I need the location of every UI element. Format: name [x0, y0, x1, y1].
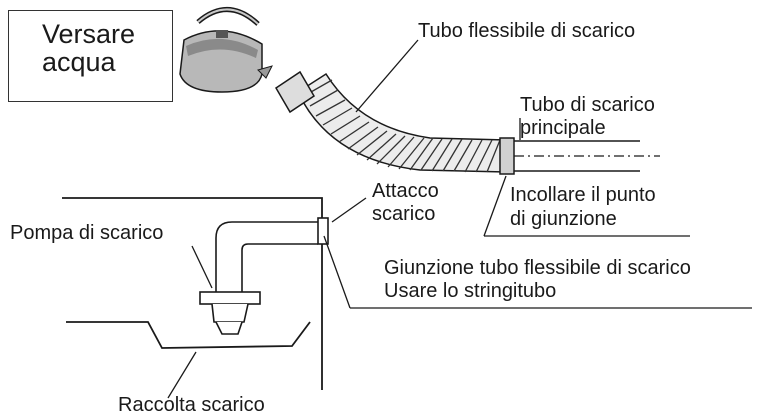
drain-outlet-label-line1: Attacco: [372, 180, 439, 202]
drain-hose-leader: [355, 39, 419, 113]
drain-pan-label: Raccolta scarico: [118, 394, 265, 416]
drain-pump-label: Pompa di scarico: [10, 222, 164, 244]
drain-pan-leader: [167, 351, 197, 399]
main-drain-pipe-label-line2: principale: [520, 117, 606, 139]
unit-housing-shape: [62, 197, 323, 390]
glue-joint-label-line1: Incollare il punto: [510, 184, 656, 206]
pour-water-callout-box: [8, 10, 173, 102]
main-drain-pipe-label-line1: Tubo di scarico: [520, 94, 655, 116]
pour-water-label-line2: acqua: [42, 47, 116, 77]
glue-joint-label-line2: di giunzione: [510, 208, 617, 230]
leader-lines: [167, 39, 752, 399]
hose-joint-label-line2: Usare lo stringitubo: [384, 280, 557, 302]
pump-leader: [191, 245, 213, 289]
drain-hose-label: Tubo flessibile di scarico: [418, 20, 636, 42]
hose-joint-leader: [323, 235, 351, 309]
pour-water-label-line1: Versare: [42, 19, 136, 49]
kettle-icon: [179, 7, 273, 93]
main-drain-pipe-shape: [514, 140, 660, 172]
drain-hose-shape: [274, 70, 515, 175]
glue-joint-leader: [483, 175, 507, 237]
drain-pump-shape: [199, 217, 329, 335]
drain-outlet-label-line2: scarico: [372, 203, 436, 225]
drain-outlet-leader: [331, 197, 367, 223]
hose-joint-label-line1: Giunzione tubo flessibile di scarico: [384, 257, 691, 279]
